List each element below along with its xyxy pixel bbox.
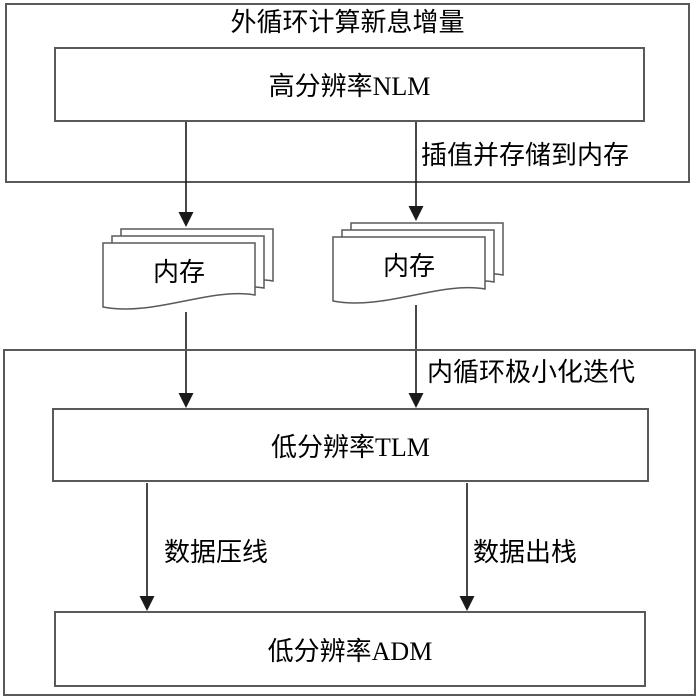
memory-right-label: 内存 <box>382 252 435 281</box>
tlm-box: 低分辨率TLM <box>52 408 649 482</box>
memory-left-label: 内存 <box>152 258 205 287</box>
nlm-label: 高分辨率NLM <box>268 72 431 101</box>
inner-loop-title: 内循环极小化迭代 <box>427 358 636 387</box>
inner-loop-box <box>3 349 696 696</box>
adm-label: 低分辨率ADM <box>267 636 433 666</box>
adm-box: 低分辨率ADM <box>54 611 646 687</box>
outer-loop-title: 外循环计算新息增量 <box>230 8 465 37</box>
data-pop-label: 数据出栈 <box>473 538 578 567</box>
nlm-box: 高分辨率NLM <box>54 47 645 122</box>
tlm-label: 低分辨率TLM <box>271 432 430 462</box>
data-push-label: 数据压线 <box>164 538 269 567</box>
interp-store-label: 插值并存储到内存 <box>421 141 630 170</box>
outer-loop-box <box>5 3 690 183</box>
